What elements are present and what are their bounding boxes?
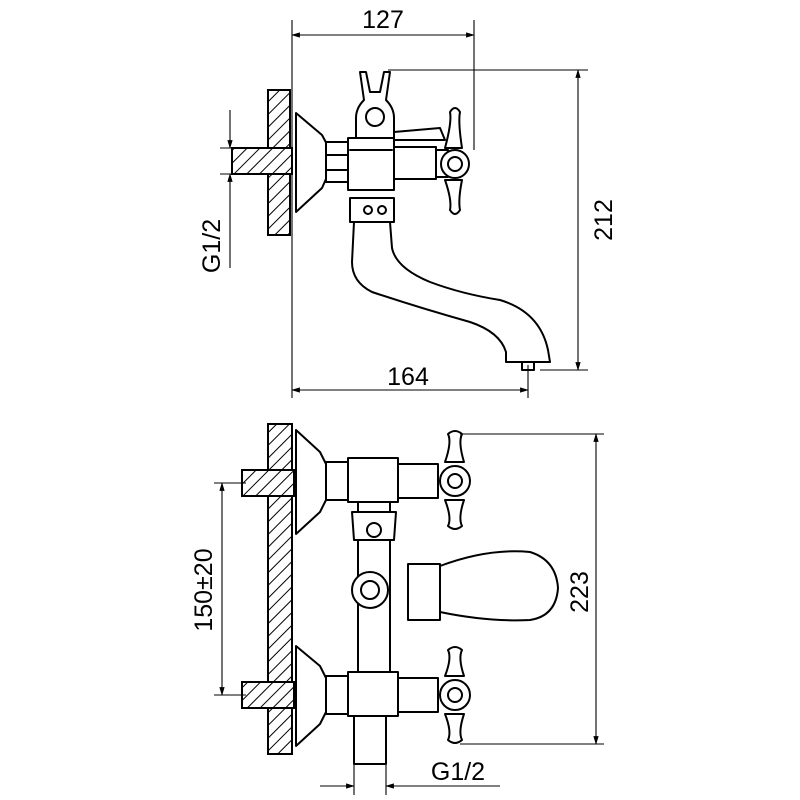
front-view-dimensions: 150±20 223 G1/2 <box>190 433 604 795</box>
spout <box>351 221 551 363</box>
hex-nut <box>325 141 349 183</box>
dim-212: 212 <box>590 199 618 241</box>
cross-handle-lower-bottom <box>444 713 465 744</box>
hex-nut-lower <box>325 675 349 715</box>
valve-body <box>347 137 395 191</box>
valve-body-upper <box>347 457 399 503</box>
holder-ring <box>365 107 385 127</box>
cross-handle-upper-top <box>444 430 465 463</box>
side-view-dimensions: 127 164 212 G1/2 <box>198 6 618 398</box>
valve-body-lower <box>347 671 399 717</box>
cartridge-lower <box>397 677 439 713</box>
cross-handle-top <box>444 107 463 149</box>
inlet-pipe <box>231 147 293 175</box>
inlet-pipe-lower <box>241 681 295 709</box>
shower-outlet <box>353 715 387 765</box>
dim-223: 223 <box>566 571 594 613</box>
cartridge <box>393 146 437 180</box>
side-view <box>231 71 551 371</box>
dim-150-20: 150±20 <box>190 548 218 631</box>
escutcheon <box>295 112 331 213</box>
shower-holder <box>355 71 395 139</box>
cartridge-upper <box>397 463 439 499</box>
dim-g12-bottom: G1/2 <box>431 758 485 786</box>
escutcheon-upper <box>295 429 329 535</box>
dim-g12-top: G1/2 <box>198 219 226 273</box>
hex-nut-upper <box>325 461 349 501</box>
dim-164: 164 <box>387 363 429 391</box>
diverter-lever <box>393 127 446 141</box>
cross-handle-bottom <box>444 179 463 215</box>
cross-handle-upper-bottom <box>444 499 465 530</box>
front-view <box>241 423 559 765</box>
inlet-pipe-upper <box>241 469 295 497</box>
escutcheon-lower <box>295 645 329 747</box>
spout-front <box>439 550 559 622</box>
dim-127: 127 <box>362 6 404 34</box>
spout-collar-front <box>407 563 441 621</box>
cross-handle-lower-top <box>444 646 465 677</box>
